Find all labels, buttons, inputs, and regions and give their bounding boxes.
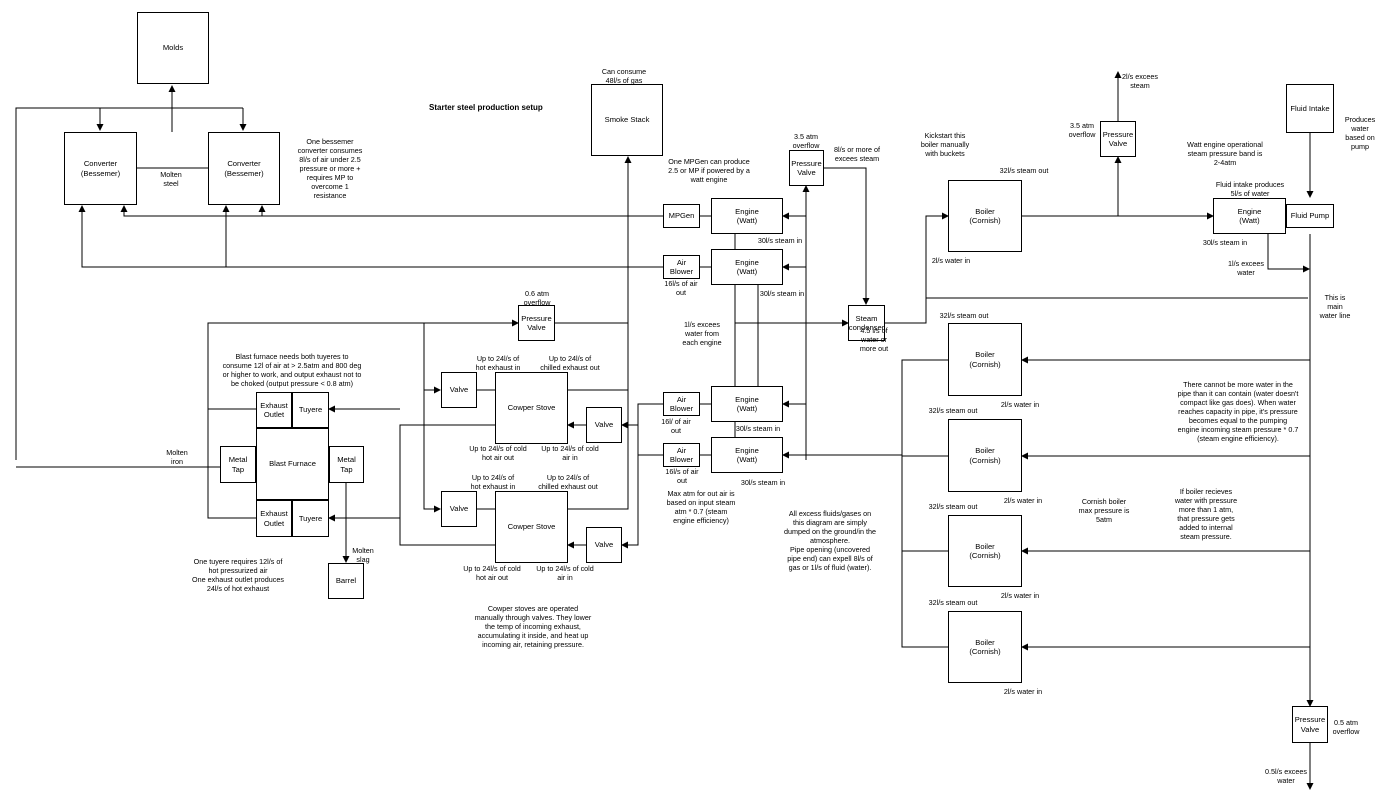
steam-out-32-b-label: 32l/s steam out <box>939 311 989 320</box>
exhaust-outlet-bottom: Exhaust Outlet <box>256 500 292 537</box>
water-in-2-c-label: 2l/s water in <box>1003 496 1043 505</box>
boiler-pressure-note-label: If boiler recieves water with pressure m… <box>1174 487 1238 541</box>
produces-water-label: Produces water based on pump <box>1344 115 1376 151</box>
cold-hot-air-out-b-label: Up to 24l/s of cold hot air out <box>463 564 521 582</box>
water-capacity-note-label: There cannot be more water in the pipe t… <box>1177 380 1299 443</box>
fluid-intake: Fluid Intake <box>1286 84 1334 133</box>
boiler-1: Boiler (Cornish) <box>948 180 1022 252</box>
mpgen-note-label: One MPGen can produce 2.5 or MP if power… <box>668 157 750 184</box>
blast-furnace: Blast Furnace <box>256 428 329 500</box>
tuyere-bottom: Tuyere <box>292 500 329 537</box>
watt-band-note-label: Watt engine operational steam pressure b… <box>1187 140 1263 167</box>
hot-exhaust-in-b-label: Up to 24l/s of hot exhaust in <box>470 473 516 491</box>
engine-mpgen: Engine (Watt) <box>711 198 783 234</box>
pressure-valve-steam: Pressure Valve <box>789 150 824 186</box>
intake-produces-label: Fluid intake produces 5l/s of water <box>1215 180 1285 198</box>
steam-out-32-e-label: 32l/s steam out <box>928 598 978 607</box>
dump-note-label: All excess fluids/gases on this diagram … <box>784 509 876 572</box>
pressure-valve-furnace: Pressure Valve <box>518 305 555 341</box>
valve-4: Valve <box>586 527 622 563</box>
water-in-2-d-label: 2l/s water in <box>1000 591 1040 600</box>
valve-3: Valve <box>441 491 477 527</box>
main-water-line-label: This is main water line <box>1319 293 1351 320</box>
tuyere-note-label: One tuyere requires 12l/s of hot pressur… <box>192 557 284 593</box>
engine-pump: Engine (Watt) <box>1213 198 1286 234</box>
steam-in-30-d-label: 30l/s steam in <box>735 424 781 433</box>
boiler-4: Boiler (Cornish) <box>948 515 1022 587</box>
barrel: Barrel <box>328 563 364 599</box>
hot-exhaust-in-a-label: Up to 24l/s of hot exhaust in <box>475 354 521 372</box>
chilled-out-b-label: Up to 24l/s of chilled exhaust out <box>538 473 598 491</box>
cornish-max-label: Cornish boiler max pressure is 5atm <box>1078 497 1130 524</box>
engine-blower-3: Engine (Watt) <box>711 437 783 473</box>
cold-hot-air-out-a-label: Up to 24l/s of cold hot air out <box>469 444 527 462</box>
water-in-2-a-label: 2l/s water in <box>931 256 971 265</box>
overflow-35-a-label: 3.5 atm overflow <box>792 132 820 150</box>
air-blower-3: Air Blower <box>663 443 700 467</box>
overflow-05-label: 0.5 atm overflow <box>1332 718 1360 736</box>
excess-water-05-label: 0.5l/s excees water <box>1265 767 1307 785</box>
converter-2: Converter (Bessemer) <box>208 132 280 205</box>
cowper-stove-2: Cowper Stove <box>495 491 568 563</box>
cowper-note-label: Cowper stoves are operated manually thro… <box>474 604 592 649</box>
smoke-stack: Smoke Stack <box>591 84 663 156</box>
boiler-2: Boiler (Cornish) <box>948 323 1022 396</box>
steam-out-32-c-label: 32l/s steam out <box>928 406 978 415</box>
air-blower-1: Air Blower <box>663 255 700 279</box>
air-out-16-b-label: 16l/ of air out <box>661 417 691 435</box>
molten-steel-label: Molten steel <box>160 170 182 188</box>
air-out-16-c-label: 16l/s of air out <box>665 467 699 485</box>
valve-1: Valve <box>441 372 477 408</box>
mpgen: MPGen <box>663 204 700 228</box>
engine-blower-1: Engine (Watt) <box>711 249 783 285</box>
pressure-valve-bottom: Pressure Valve <box>1292 706 1328 743</box>
fluid-pump: Fluid Pump <box>1286 204 1334 228</box>
steam-in-30-a-label: 30l/s steam in <box>757 236 803 245</box>
overflow-06-label: 0.6 atm overflow <box>523 289 551 307</box>
steam-in-30-e-label: 30l/s steam in <box>740 478 786 487</box>
steam-in-30-b-label: 30l/s steam in <box>1202 238 1248 247</box>
water-in-2-b-label: 2l/s water in <box>1000 400 1040 409</box>
metal-tap-left: Metal Tap <box>220 446 256 483</box>
excess-water-each-label: 1l/s excees water from each engine <box>682 320 722 347</box>
blast-note-label: Blast furnace needs both tuyeres to cons… <box>222 352 362 388</box>
molten-iron-label: Molten iron <box>166 448 188 466</box>
boiler-3: Boiler (Cornish) <box>948 419 1022 492</box>
converter-1: Converter (Bessemer) <box>64 132 137 205</box>
chilled-out-a-label: Up to 24l/s of chilled exhaust out <box>540 354 600 372</box>
diagram-title: Starter steel production setup <box>429 103 543 112</box>
steam-in-30-c-label: 30l/s steam in <box>759 289 805 298</box>
bessemer-note-label: One bessemer converter consumes 8l/s of … <box>297 137 363 200</box>
molds: Molds <box>137 12 209 84</box>
kickstart-note-label: Kickstart this boiler manually with buck… <box>920 131 970 158</box>
water-in-2-e-label: 2l/s water in <box>1003 687 1043 696</box>
water-out-45-label: 4.5 l/s of water or more out <box>859 326 889 353</box>
excess-steam-2-label: 2l/s excees steam <box>1122 72 1158 90</box>
steam-out-32-d-label: 32l/s steam out <box>928 502 978 511</box>
cowper-stove-1: Cowper Stove <box>495 372 568 444</box>
cold-air-in-b-label: Up to 24l/s of cold air in <box>536 564 594 582</box>
excess-steam-8-label: 8l/s or more of excees steam <box>834 145 880 163</box>
steam-out-32-a-label: 32l/s steam out <box>999 166 1049 175</box>
max-atm-note-label: Max atm for out air is based on input st… <box>666 489 736 525</box>
valve-2: Valve <box>586 407 622 443</box>
steam-condenser: Steam condenser <box>848 305 885 341</box>
air-blower-2: Air Blower <box>663 392 700 416</box>
cold-air-in-a-label: Up to 24l/s of cold air in <box>541 444 599 462</box>
pressure-valve-top: Pressure Valve <box>1100 121 1136 157</box>
metal-tap-right: Metal Tap <box>329 446 364 483</box>
overflow-35-b-label: 3.5 atm overflow <box>1068 121 1096 139</box>
molten-slag-label: Molten slag <box>352 546 374 564</box>
tuyere-top: Tuyere <box>292 392 329 428</box>
boiler-5: Boiler (Cornish) <box>948 611 1022 683</box>
smoke-capacity-label: Can consume 48l/s of gas <box>601 67 647 85</box>
air-out-16-a-label: 16l/s of air out <box>664 279 698 297</box>
engine-blower-2: Engine (Watt) <box>711 386 783 422</box>
excess-water-1-a-label: 1l/s excees water <box>1228 259 1264 277</box>
exhaust-outlet-top: Exhaust Outlet <box>256 392 292 428</box>
